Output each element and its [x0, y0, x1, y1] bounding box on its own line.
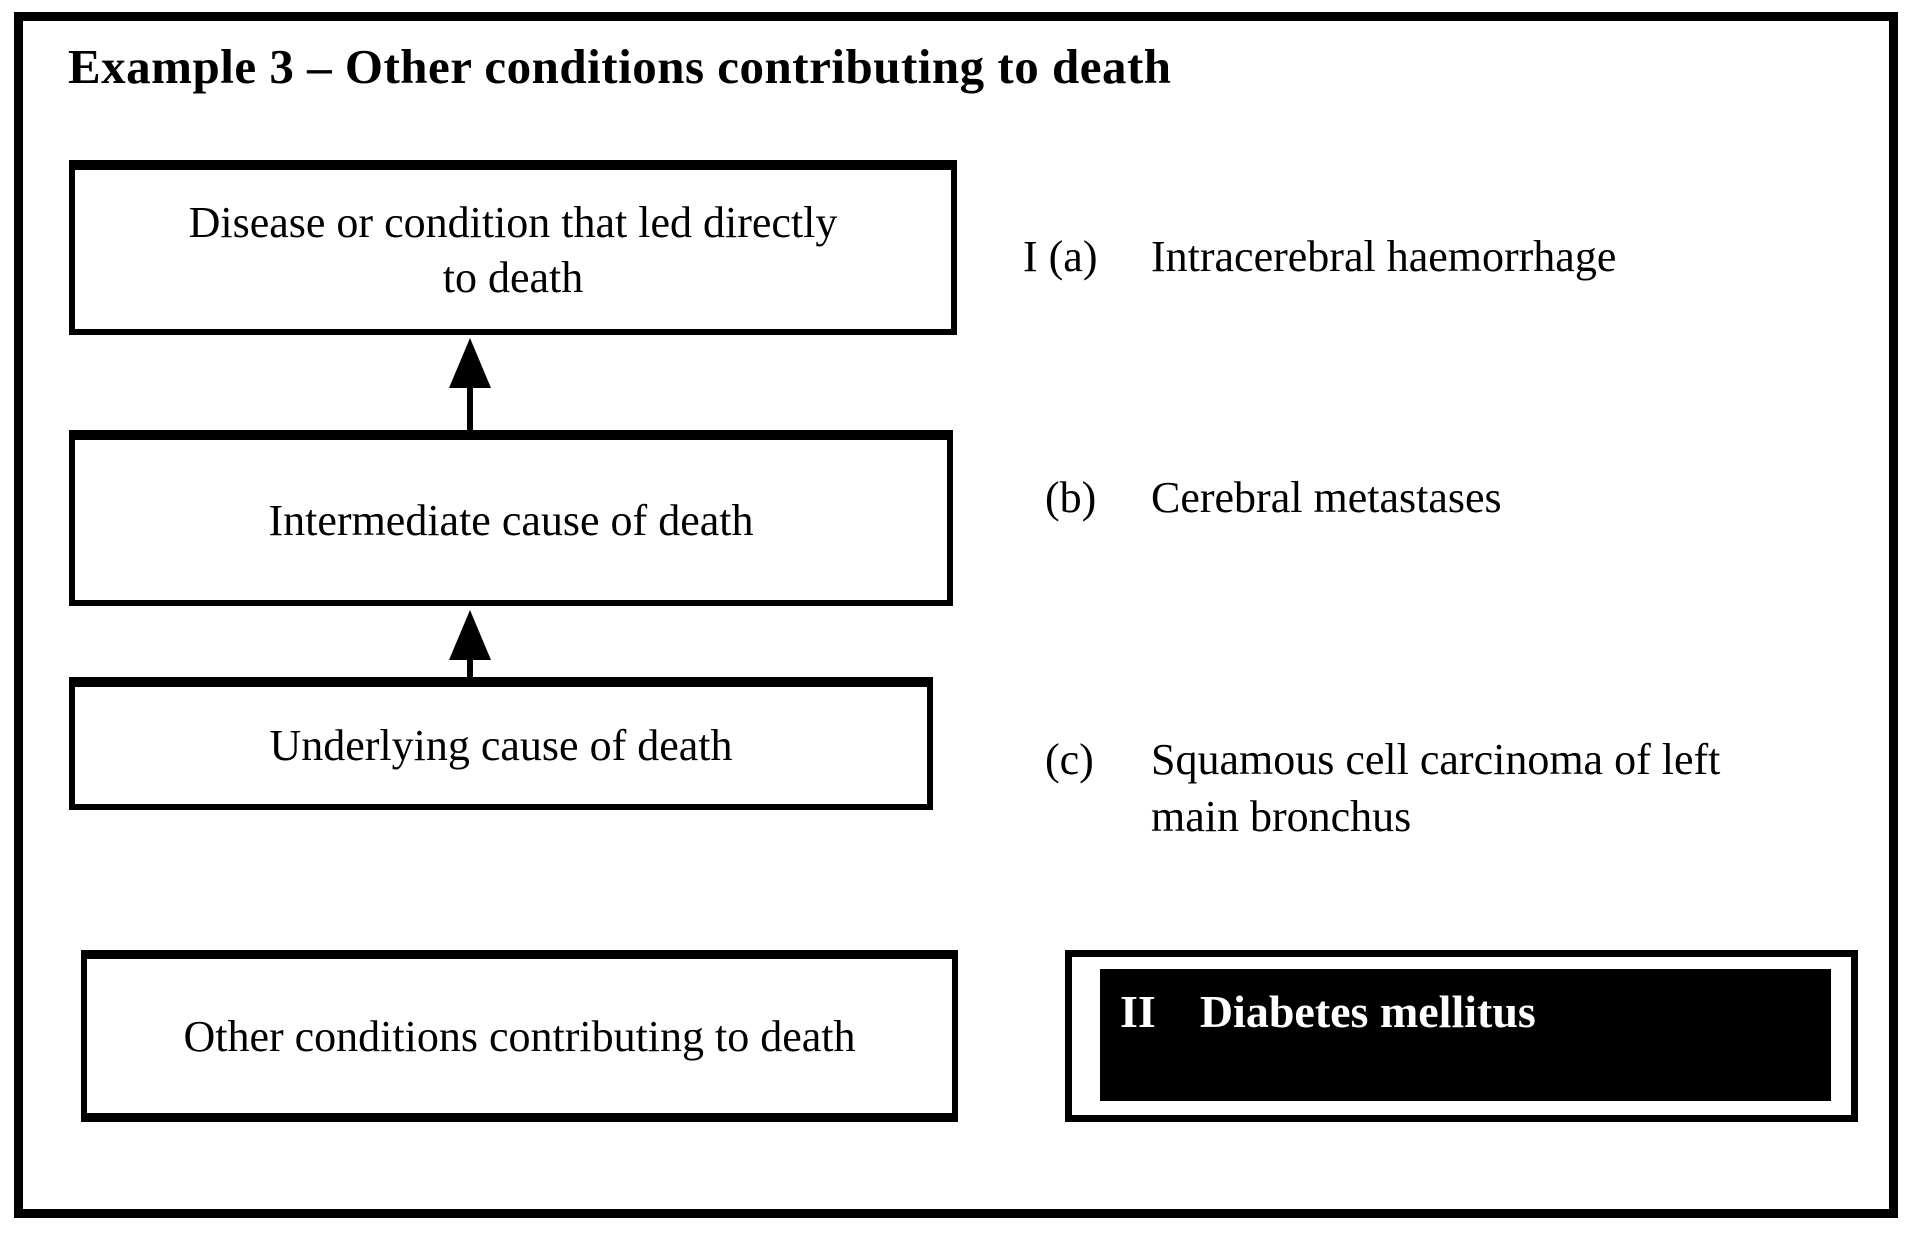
flow-box-direct-cause-label: Disease or condition that led directly t…	[188, 197, 838, 302]
arrow-shaft	[467, 660, 473, 678]
arrow-shaft	[467, 388, 473, 431]
cert-line-1a-text: Intracerebral haemorrhage	[1151, 232, 1617, 281]
flow-box-other-conditions-label: Other conditions contributing to death	[183, 1011, 856, 1061]
flow-box-intermediate-cause: Intermediate cause of death	[69, 430, 953, 606]
flow-box-intermediate-cause-label: Intermediate cause of death	[268, 495, 754, 545]
cert-line-1b-text: Cerebral metastases	[1151, 473, 1502, 522]
cert-line-1b: (b) Cerebral metastases	[1045, 469, 1502, 526]
flow-box-underlying-cause: Underlying cause of death	[69, 677, 933, 810]
cert-line-1a-prefix: I (a)	[1023, 232, 1098, 281]
cert-part2-highlight: II Diabetes mellitus	[1100, 969, 1831, 1101]
flow-arrow-up-icon	[448, 610, 492, 678]
arrowhead-icon	[449, 610, 491, 660]
diagram-title: Example 3 – Other conditions contributin…	[68, 39, 1172, 94]
arrowhead-icon	[449, 338, 491, 388]
cert-line-1a: I (a) Intracerebral haemorrhage	[1023, 228, 1616, 285]
flow-arrow-up-icon	[448, 338, 492, 431]
flow-box-other-conditions: Other conditions contributing to death	[81, 950, 958, 1122]
flow-box-underlying-cause-label: Underlying cause of death	[269, 721, 733, 770]
cert-part2-text: Diabetes mellitus	[1199, 986, 1536, 1037]
cert-line-1b-prefix: (b)	[1045, 473, 1097, 522]
cert-part2-prefix: II	[1120, 986, 1156, 1037]
cert-line-1c: (c) Squamous cell carcinoma of left main…	[1045, 731, 1731, 845]
cert-line-1c-text: Squamous cell carcinoma of left main bro…	[1151, 735, 1721, 842]
flow-box-direct-cause: Disease or condition that led directly t…	[69, 160, 957, 335]
cert-part2-box: II Diabetes mellitus	[1065, 950, 1858, 1122]
cert-line-1c-prefix: (c)	[1045, 735, 1094, 784]
